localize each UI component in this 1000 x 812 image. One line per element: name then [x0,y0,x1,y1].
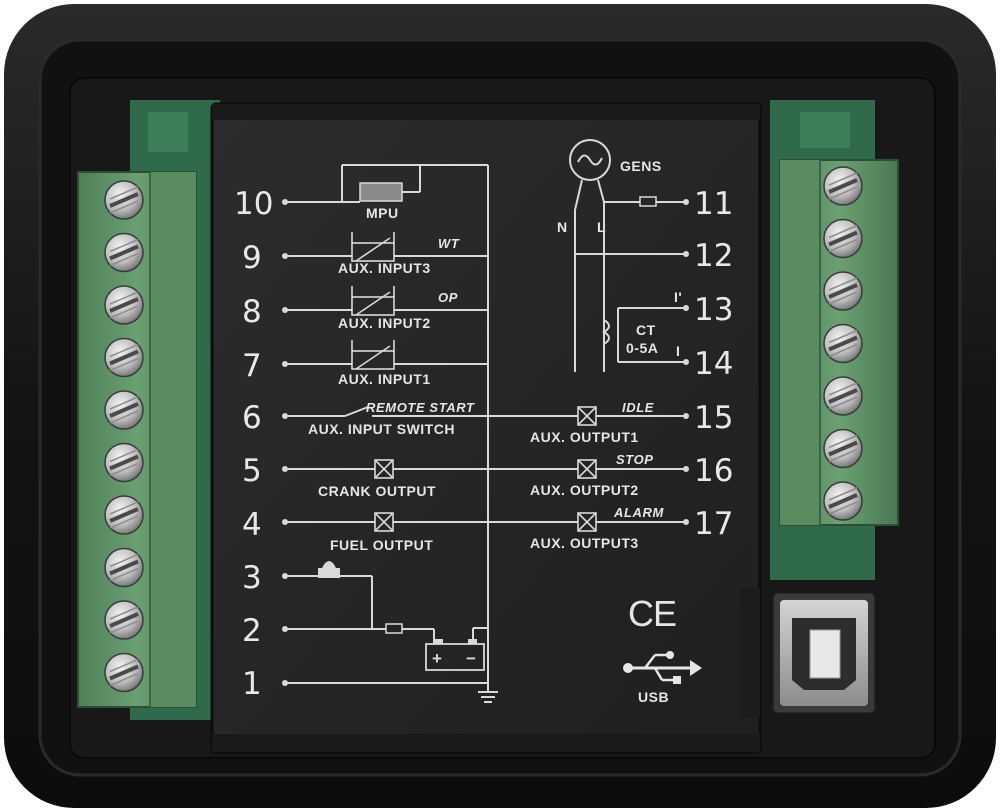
left-pin-numbers: 10 9 8 7 6 5 4 3 2 1 [234,186,273,702]
screw-icon[interactable] [823,481,863,521]
pin-11: 11 [694,186,733,222]
screw-icon[interactable] [823,376,863,416]
battery-icon: + − [425,639,485,671]
pin-1: 1 [242,666,262,702]
aux-output3-label: AUX. OUTPUT3 [530,535,639,551]
pin-8: 8 [242,294,262,330]
mpu-sensor-icon [359,182,403,202]
remote-start-label: REMOTE START [366,400,475,415]
l-label: L [597,219,606,235]
ct-range-label: 0-5A [626,340,658,356]
generator-symbol-icon [569,139,611,181]
usb-port-surround [740,588,760,718]
usb-icon [623,651,702,684]
screw-icon[interactable] [104,232,144,273]
screw-icon[interactable] [823,323,863,364]
panel-top-lip [212,104,760,120]
ce-mark-icon: CE [628,593,676,634]
wt-label: WT [438,236,460,251]
fuel-output-label: FUEL OUTPUT [330,537,433,553]
pin-6: 6 [242,400,262,436]
screw-icon[interactable] [823,218,863,259]
screw-icon[interactable] [823,166,863,206]
aux-output2-label: AUX. OUTPUT2 [530,482,639,498]
aux-input3-label: AUX. INPUT3 [338,260,431,276]
pin-9: 9 [242,240,262,276]
screw-icon[interactable] [104,390,144,430]
screw-icon[interactable] [104,285,144,325]
ground-icon [478,683,498,703]
crank-output-label: CRANK OUTPUT [318,483,436,499]
screw-icon[interactable] [823,271,863,311]
usb-label: USB [638,689,669,705]
pin-2: 2 [242,613,262,649]
wiring-diagram: MPU AUX. INPUT3 WT AUX. INPUT2 OP AUX. I… [282,139,702,705]
n-label: N [557,219,568,235]
aux-input1-label: AUX. INPUT1 [338,371,431,387]
screw-icon[interactable] [104,600,144,640]
aux-output1-label: AUX. OUTPUT1 [530,429,639,445]
screw-icon[interactable] [104,442,144,483]
op-label: OP [438,290,458,305]
pin-17: 17 [694,506,733,542]
pin-4: 4 [242,507,262,543]
stop-label: STOP [616,452,654,467]
usb-port[interactable] [770,590,878,716]
svg-text:−: − [466,649,476,668]
screw-icon[interactable] [104,337,144,378]
idle-label: IDLE [622,400,654,415]
pin-12: 12 [694,238,733,274]
gens-label: GENS [620,158,662,174]
left-screw-column [104,180,144,693]
right-pin-numbers: 11 12 13 14 15 16 17 [694,186,733,542]
ct-label: CT [636,322,656,338]
aux-input2-label: AUX. INPUT2 [338,315,431,331]
alarm-label: ALARM [613,505,665,520]
pin-14: 14 [694,346,733,382]
pin-3: 3 [242,560,262,596]
pcb-right-trace [800,112,850,148]
screw-icon[interactable] [104,180,144,220]
panel-bottom-lip [212,734,760,752]
screw-icon[interactable] [104,652,144,693]
svg-text:+: + [432,649,442,668]
pin-13: 13 [694,292,733,328]
horn-icon [318,561,340,578]
pin-16: 16 [694,453,733,489]
screw-icon[interactable] [104,547,144,588]
aux-input-switch-label: AUX. INPUT SWITCH [308,421,455,437]
screw-icon[interactable] [104,495,144,535]
right-screw-column [823,166,863,521]
ct-mark-bottom: I [676,343,680,359]
pin-15: 15 [694,400,733,436]
screw-icon[interactable] [823,428,863,469]
pin-7: 7 [242,348,262,384]
pcb-left-trace [148,112,188,152]
ct-mark-top: I' [674,289,682,305]
pin-10: 10 [234,186,273,222]
mpu-label: MPU [366,205,399,221]
pin-5: 5 [242,453,262,489]
